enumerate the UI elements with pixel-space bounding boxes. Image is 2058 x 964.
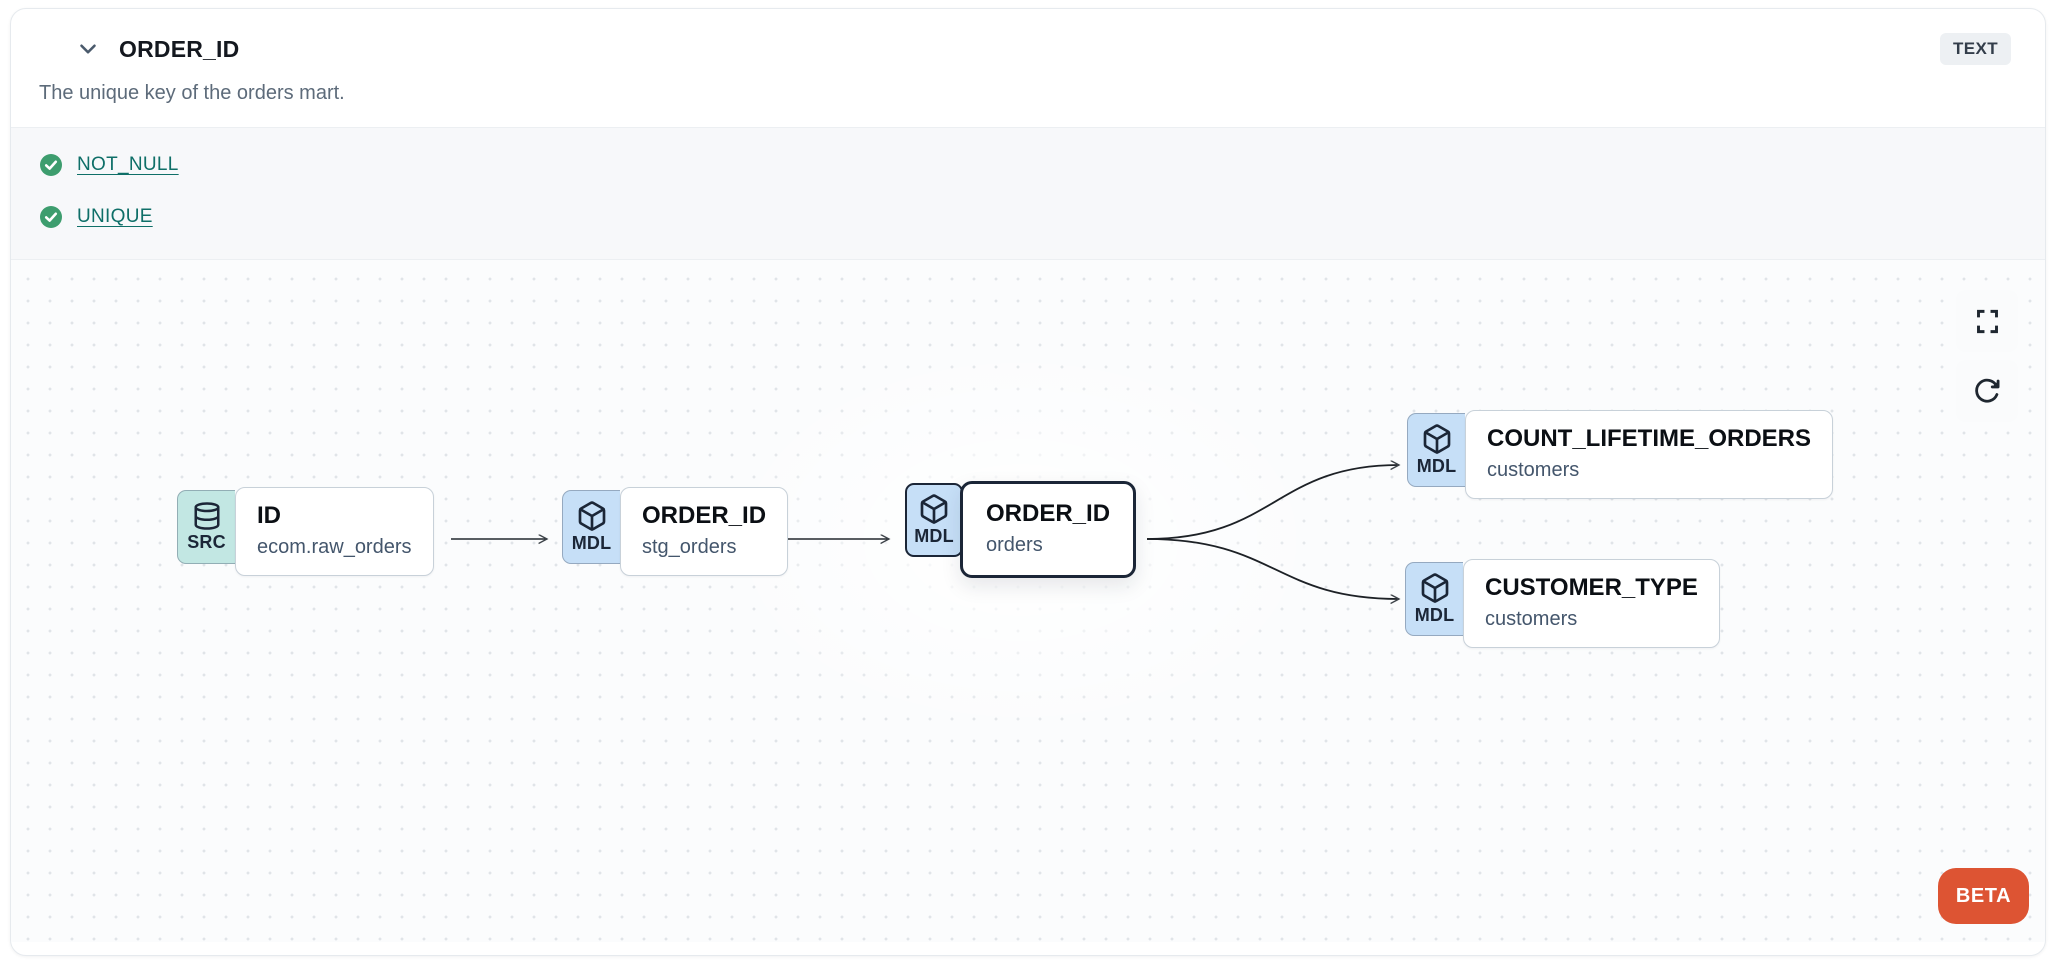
- node-type-badge: SRC: [177, 490, 235, 564]
- node-card: CUSTOMER_TYPE customers: [1463, 559, 1720, 648]
- refresh-icon: [1973, 377, 2001, 405]
- lineage-canvas[interactable]: SRC ID ecom.raw_orders MDL ORDER_ID stg_…: [11, 259, 2045, 942]
- lineage-node-stg-orders[interactable]: MDL ORDER_ID stg_orders: [562, 487, 789, 576]
- lineage-node-customer-type[interactable]: MDL CUSTOMER_TYPE customers: [1405, 559, 1720, 648]
- collapse-button[interactable]: [73, 34, 103, 64]
- chevron-down-icon: [75, 36, 101, 62]
- node-title: CUSTOMER_TYPE: [1485, 574, 1698, 601]
- lineage-node-source-id[interactable]: SRC ID ecom.raw_orders: [177, 487, 434, 576]
- node-badge-label: MDL: [1416, 456, 1457, 476]
- column-type-badge: TEXT: [1939, 33, 2011, 65]
- database-icon: [192, 501, 222, 531]
- test-link-unique[interactable]: UNIQUE: [77, 206, 153, 227]
- reset-view-button[interactable]: [1956, 360, 2018, 422]
- node-subtitle: stg_orders: [642, 536, 737, 558]
- node-title: ORDER_ID: [642, 502, 767, 529]
- node-card: ID ecom.raw_orders: [235, 487, 434, 576]
- node-subtitle: orders: [986, 534, 1043, 556]
- node-badge-label: MDL: [571, 533, 612, 553]
- cube-icon: [918, 493, 950, 525]
- edge-orders-to-customer-type: [1146, 538, 1399, 599]
- beta-badge: BETA: [1938, 868, 2029, 924]
- node-type-badge: MDL: [1405, 562, 1463, 636]
- node-type-badge: MDL: [905, 483, 963, 557]
- test-row: NOT_NULL: [39, 153, 2017, 177]
- test-row: UNIQUE: [39, 205, 2017, 229]
- lineage-node-orders-selected[interactable]: MDL ORDER_ID orders: [905, 481, 1137, 578]
- fullscreen-icon: [1974, 308, 2001, 335]
- node-type-badge: MDL: [1407, 413, 1465, 487]
- column-detail-card: ORDER_ID TEXT The unique key of the orde…: [10, 8, 2046, 956]
- node-card: COUNT_LIFETIME_ORDERS customers: [1465, 410, 1834, 499]
- column-description: The unique key of the orders mart.: [39, 82, 345, 104]
- page-title: ORDER_ID: [119, 35, 240, 62]
- node-title: ORDER_ID: [986, 500, 1111, 527]
- lineage-node-count-lifetime-orders[interactable]: MDL COUNT_LIFETIME_ORDERS customers: [1407, 410, 1834, 499]
- node-badge-label: MDL: [914, 526, 954, 546]
- check-circle-icon: [39, 153, 63, 177]
- node-subtitle: ecom.raw_orders: [257, 536, 412, 558]
- node-badge-label: SRC: [187, 532, 226, 552]
- fullscreen-button[interactable]: [1956, 290, 2018, 352]
- lineage-edges: [451, 260, 2046, 943]
- edge-orders-to-count-lifetime: [1146, 465, 1399, 540]
- test-link-not-null[interactable]: NOT_NULL: [77, 154, 179, 175]
- node-title: ID: [257, 502, 281, 529]
- check-circle-icon: [39, 205, 63, 229]
- node-badge-label: MDL: [1414, 605, 1455, 625]
- cube-icon: [1419, 572, 1451, 604]
- node-card: ORDER_ID orders: [960, 481, 1137, 578]
- node-subtitle: customers: [1487, 459, 1580, 481]
- node-type-badge: MDL: [562, 490, 620, 564]
- tests-section: NOT_NULL UNIQUE: [11, 127, 2045, 259]
- node-title: COUNT_LIFETIME_ORDERS: [1487, 425, 1812, 452]
- cube-icon: [576, 500, 608, 532]
- node-subtitle: customers: [1485, 608, 1578, 630]
- cube-icon: [1421, 423, 1453, 455]
- node-card: ORDER_ID stg_orders: [620, 487, 789, 576]
- header: ORDER_ID TEXT: [11, 9, 2045, 65]
